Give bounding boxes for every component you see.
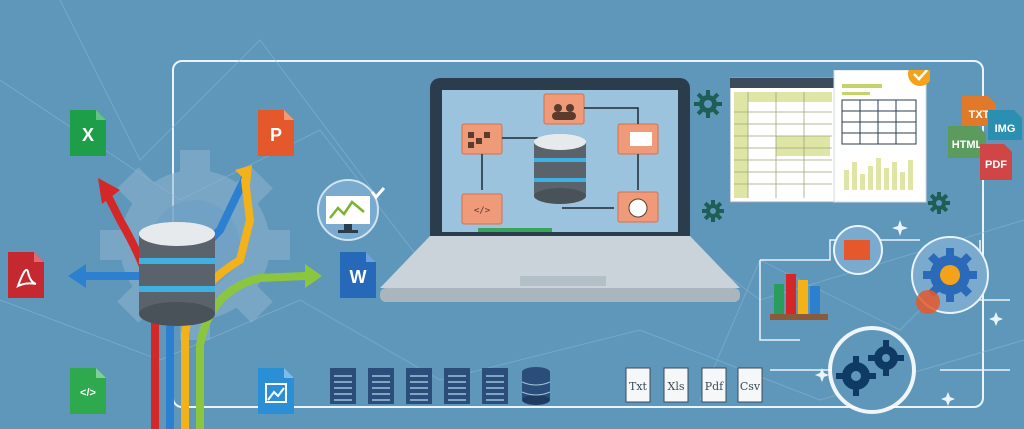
- svg-text:Xls: Xls: [668, 380, 685, 393]
- database-icon: [139, 222, 215, 326]
- svg-text:HTML: HTML: [952, 139, 983, 151]
- word-file-icon: W: [340, 252, 376, 302]
- powerpoint-file-icon: P: [258, 110, 294, 160]
- svg-text:</>: </>: [474, 206, 491, 216]
- svg-text:Txt: Txt: [629, 380, 648, 393]
- svg-text:PDF: PDF: [985, 159, 1007, 171]
- svg-text:Pdf: Pdf: [705, 380, 724, 393]
- code-file-icon: </>: [70, 368, 106, 418]
- gear-icon-small: [702, 200, 724, 222]
- svg-text:TXT: TXT: [969, 109, 990, 121]
- svg-text:W: W: [350, 267, 367, 287]
- books-icon: [770, 274, 828, 320]
- circuit-graphic: [759, 225, 1010, 371]
- laptop-workflow-diagram: </>: [461, 93, 659, 232]
- svg-text:P: P: [270, 125, 282, 145]
- document-stack-row: [330, 367, 551, 405]
- format-badges: TXT IMG HTML PDF: [948, 96, 1022, 180]
- laptop-keyboard: [380, 236, 740, 302]
- svg-text:Csv: Csv: [740, 380, 761, 393]
- svg-text:IMG: IMG: [995, 123, 1016, 135]
- spreadsheet-icon: [730, 70, 930, 203]
- code-folder-icon: [461, 193, 503, 225]
- gears-cluster-icon: [828, 326, 916, 414]
- document-stack-icon: [330, 368, 356, 404]
- gear-icon-right: [928, 192, 950, 214]
- image-file-icon: [258, 368, 294, 418]
- svg-text:X: X: [82, 125, 94, 145]
- monitor-chart-icon: [317, 179, 386, 241]
- doc-format-icons: Txt Xls Pdf Csv: [625, 367, 763, 403]
- pdf-file-icon: [8, 252, 44, 302]
- svg-text:</>: </>: [80, 387, 96, 399]
- gear-icon: [694, 90, 722, 118]
- excel-file-icon: X: [70, 110, 106, 160]
